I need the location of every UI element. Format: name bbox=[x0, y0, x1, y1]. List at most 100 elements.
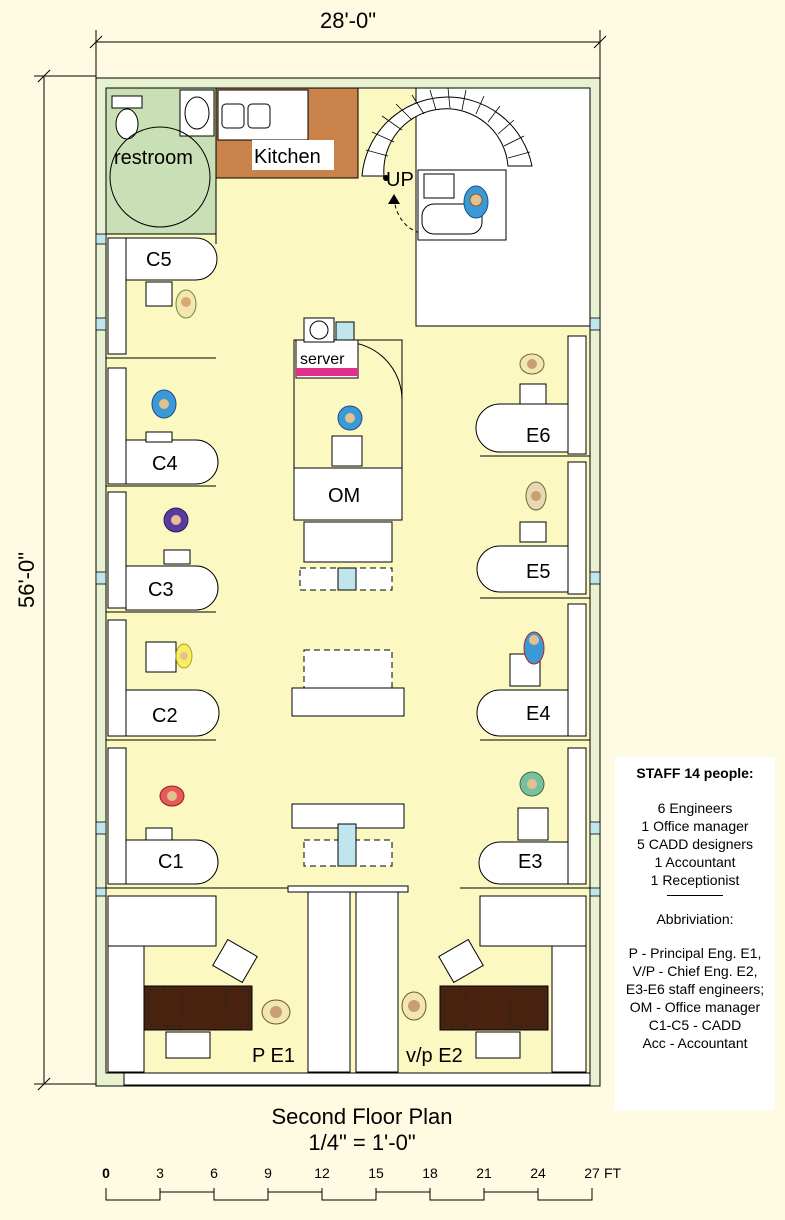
server-stripe bbox=[296, 368, 358, 376]
restroom-label: restroom bbox=[114, 147, 193, 169]
abbr-item: P - Principal Eng. E1, bbox=[628, 945, 762, 961]
c2-label: C2 bbox=[152, 705, 178, 727]
c5-cubicle bbox=[107, 237, 218, 355]
e3-cubicle bbox=[478, 747, 587, 885]
staff-legend: STAFF 14 people: 6 Engineers 1 Office ma… bbox=[615, 757, 775, 1110]
center-table-3 bbox=[291, 803, 405, 867]
staff-item: 5 CADD designers bbox=[637, 836, 753, 852]
stair-marker-icon bbox=[383, 175, 389, 181]
abbr-item: C1-C5 - CADD bbox=[648, 1017, 742, 1033]
height-dimension bbox=[34, 69, 96, 1091]
scale-tick-label: 15 bbox=[368, 1165, 384, 1181]
kitchen-sink-icon bbox=[221, 103, 271, 129]
e5-cubicle bbox=[476, 461, 587, 595]
scale-tick-label: 24 bbox=[530, 1165, 546, 1181]
abbr-item: OM - Office manager bbox=[629, 999, 761, 1015]
e4-cubicle bbox=[476, 603, 587, 737]
c4-person-icon bbox=[151, 389, 177, 419]
om-desk bbox=[293, 467, 403, 521]
vp-person-icon bbox=[401, 991, 427, 1021]
stair-treads bbox=[365, 87, 531, 159]
e4-person-icon bbox=[523, 631, 545, 665]
om-chair bbox=[331, 435, 363, 467]
c3-person-icon bbox=[163, 507, 189, 533]
e3-person-icon bbox=[519, 771, 545, 797]
entrance-walls bbox=[287, 885, 409, 1073]
abbr-item: V/P - Chief Eng. E2, bbox=[632, 963, 758, 979]
om-person-icon bbox=[337, 405, 363, 431]
scale-bar-segments bbox=[105, 1188, 593, 1201]
vp-label: v/p E2 bbox=[406, 1045, 463, 1067]
height-dimension-label: 56'-0" bbox=[14, 552, 39, 608]
legend-divider bbox=[667, 895, 723, 896]
turning-circle bbox=[109, 126, 211, 228]
width-dimension bbox=[89, 30, 607, 78]
c3-cubicle bbox=[107, 491, 219, 611]
plan-scale: 1/4" = 1'-0" bbox=[308, 1130, 415, 1155]
server-label: server bbox=[300, 351, 345, 368]
staff-item: 1 Receptionist bbox=[650, 872, 740, 888]
staff-item: 1 Accountant bbox=[654, 854, 736, 870]
center-table-1 bbox=[299, 567, 393, 591]
reception-equipment-icon bbox=[423, 173, 455, 199]
toilet-icon bbox=[111, 95, 143, 140]
scale-tick-label: 0 bbox=[102, 1165, 110, 1181]
principal-label: P E1 bbox=[252, 1045, 295, 1067]
e4-label: E4 bbox=[526, 703, 550, 725]
principal-person-icon bbox=[261, 999, 291, 1025]
staff-item: 1 Office manager bbox=[641, 818, 749, 834]
left-partitions bbox=[106, 233, 300, 889]
server-fan-icon bbox=[309, 320, 329, 340]
sink-icon bbox=[179, 89, 215, 137]
spiral-stair-icon bbox=[361, 96, 533, 177]
c3-label: C3 bbox=[148, 579, 174, 601]
scale-tick-label: 6 bbox=[210, 1165, 218, 1181]
principal-office bbox=[107, 895, 217, 1073]
right-partitions bbox=[460, 325, 590, 889]
kitchen-label-bg bbox=[252, 140, 334, 170]
abbr-title: Abbriviation: bbox=[656, 911, 734, 927]
e5-person-icon bbox=[525, 481, 547, 511]
scale-tick-label: 18 bbox=[422, 1165, 438, 1181]
e6-cubicle bbox=[475, 335, 587, 455]
c5-label: C5 bbox=[146, 249, 172, 271]
e6-label: E6 bbox=[526, 425, 550, 447]
abbr-item: Acc - Accountant bbox=[642, 1035, 748, 1051]
vp-office bbox=[479, 895, 587, 1073]
c1-person-icon bbox=[159, 785, 185, 807]
windows bbox=[95, 233, 601, 897]
scale-tick-label: 12 bbox=[314, 1165, 330, 1181]
scale-tick-label: 9 bbox=[264, 1165, 272, 1181]
front-sill bbox=[123, 1072, 591, 1086]
width-dimension-label: 28'-0" bbox=[320, 8, 376, 33]
c2-person-icon bbox=[175, 643, 193, 669]
center-table-2 bbox=[291, 649, 405, 717]
c4-cubicle bbox=[107, 367, 219, 485]
stair-arrow-icon bbox=[393, 199, 441, 237]
kitchen-label: Kitchen bbox=[254, 146, 321, 168]
server-window bbox=[335, 321, 355, 341]
vp-desk bbox=[438, 938, 549, 1059]
staff-item: 6 Engineers bbox=[657, 800, 733, 816]
e3-label: E3 bbox=[518, 851, 542, 873]
abbr-item: E3-E6 staff engineers; bbox=[625, 981, 765, 997]
legend-title: STAFF 14 people: bbox=[636, 765, 754, 781]
scale-tick-label: 3 bbox=[156, 1165, 164, 1181]
scale-tick-label: 21 bbox=[476, 1165, 492, 1181]
scale-tick-label: 27 bbox=[584, 1165, 600, 1181]
e6-person-icon bbox=[519, 353, 545, 375]
e5-label: E5 bbox=[526, 561, 550, 583]
c1-cubicle bbox=[107, 747, 219, 885]
principal-desk bbox=[143, 938, 258, 1059]
c1-label: C1 bbox=[158, 851, 184, 873]
scale-unit-label: FT bbox=[604, 1165, 622, 1181]
c4-label: C4 bbox=[152, 453, 178, 475]
om-credenza bbox=[303, 521, 393, 563]
c2-cubicle bbox=[107, 619, 220, 737]
receptionist-figure-icon bbox=[463, 185, 489, 219]
c5-person-icon bbox=[175, 289, 197, 319]
stair-arrowhead-icon bbox=[388, 194, 400, 204]
om-label: OM bbox=[328, 485, 360, 507]
plan-title: Second Floor Plan bbox=[272, 1104, 453, 1129]
